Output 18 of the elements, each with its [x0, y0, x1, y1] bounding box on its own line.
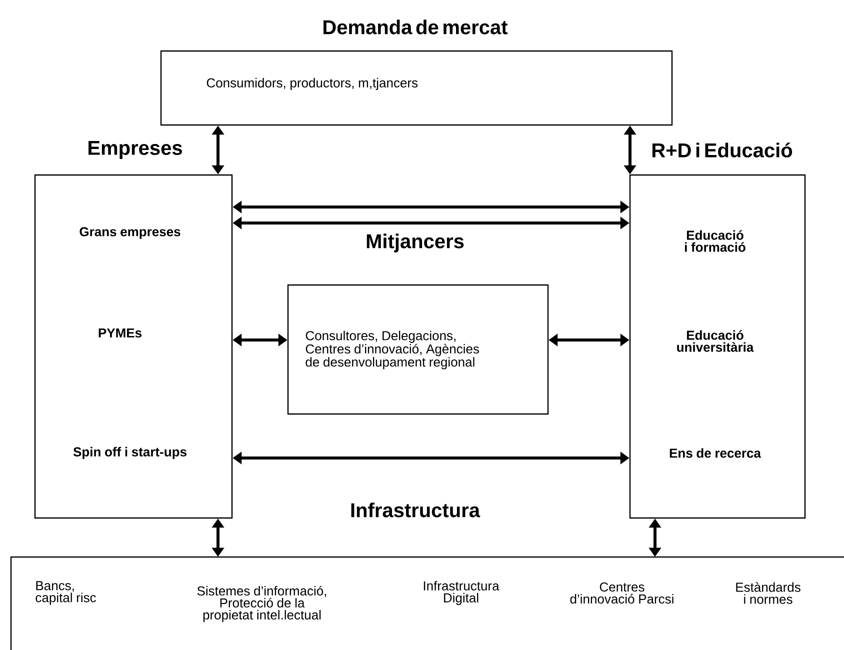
heading: Empreses: [88, 141, 182, 159]
item-text: Centres d’innovació Parcsi: [570, 582, 674, 604]
item-text: Ens de recerca: [670, 448, 762, 458]
section-heading: Mitjancers: [366, 234, 464, 252]
box-text: Consultores, Delegacions, Centres d’innovació, Agències de desenvolupament regional: [306, 330, 480, 370]
section-heading: Infrastructura: [351, 502, 480, 518]
item-text: Grans empreses: [80, 227, 180, 239]
heading: Demanda de mercat: [324, 20, 508, 34]
heading: R+D i Educació: [652, 142, 792, 158]
box-text: Consumidors, productors, m,tjancers: [206, 78, 418, 90]
item-text: Sistemes d’informació, Protecció de la propietat intel.lectual: [197, 586, 326, 622]
item-text: Spin off i start-ups: [73, 446, 186, 460]
item-text: PYMEs: [98, 328, 142, 338]
item-text: Infrastructura Digital: [424, 580, 500, 606]
item-text: Educació i formació: [685, 230, 746, 252]
item-text: Bancs, capital risc: [36, 581, 96, 605]
item-text: Estàndards i normes: [736, 582, 800, 604]
item-text: Educació universitària: [677, 330, 754, 352]
